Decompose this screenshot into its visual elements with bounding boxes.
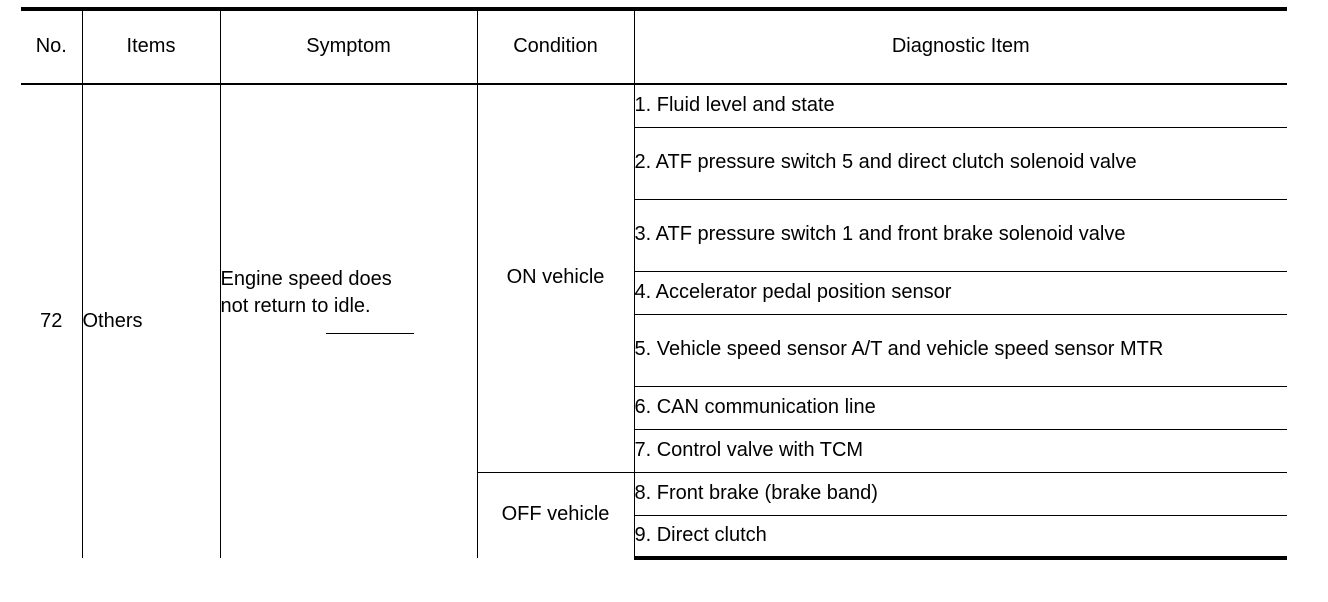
- table-row: 3. ATF pressure switch 1 and front brake…: [21, 199, 1287, 272]
- table-row: 6. CAN communication line: [21, 386, 1287, 430]
- diagnostic-item: 4. Accelerator pedal position sensor: [634, 271, 1287, 315]
- diagnostic-item: 1. Fluid level and state: [634, 84, 1287, 128]
- row-number: 72: [21, 84, 83, 558]
- symptom-underline: [325, 332, 414, 334]
- table-row: 7. Control valve with TCM: [21, 429, 1287, 473]
- condition-on-vehicle: ON vehicle: [477, 84, 635, 473]
- diagnostic-item: 5. Vehicle speed sensor A/T and vehicle …: [634, 314, 1287, 387]
- table-header-row: No. Items Symptom Condition Diagnostic I…: [21, 7, 1287, 85]
- table-row: 4. Accelerator pedal position sensor: [21, 271, 1287, 315]
- symptom-line-2: not return to idle.: [220, 295, 371, 318]
- header-condition: Condition: [477, 7, 635, 85]
- diagnostic-item: 3. ATF pressure switch 1 and front brake…: [634, 199, 1287, 272]
- row-items: Others: [82, 84, 221, 558]
- condition-off-vehicle: OFF vehicle: [477, 472, 635, 558]
- table-row: OFF vehicle 8. Front brake (brake band): [21, 472, 1287, 558]
- diagnostic-item: 6. CAN communication line: [634, 386, 1287, 430]
- symptom-text: Engine speed does not return to idle.: [221, 266, 477, 321]
- row-symptom: Engine speed does not return to idle.: [220, 84, 478, 558]
- diagnosis-table: No. Items Symptom Condition Diagnostic I…: [21, 7, 1287, 560]
- symptom-line-1: Engine speed does: [220, 267, 392, 290]
- header-symptom: Symptom: [220, 7, 478, 85]
- diagnostic-item: 7. Control valve with TCM: [634, 429, 1287, 473]
- header-items: Items: [82, 7, 221, 85]
- header-diagnostic-item: Diagnostic Item: [634, 7, 1287, 85]
- header-no: No.: [21, 7, 83, 85]
- diagnostic-item: 2. ATF pressure switch 5 and direct clut…: [634, 127, 1287, 200]
- table-row: 72 Others Engine speed does not return t…: [21, 84, 1287, 558]
- table-row: 2. ATF pressure switch 5 and direct clut…: [21, 127, 1287, 200]
- diagnostic-item: 8. Front brake (brake band): [634, 472, 1287, 516]
- table-row: 9. Direct clutch: [21, 515, 1287, 560]
- table-row: 5. Vehicle speed sensor A/T and vehicle …: [21, 314, 1287, 387]
- diagnostic-item: 9. Direct clutch: [634, 515, 1287, 560]
